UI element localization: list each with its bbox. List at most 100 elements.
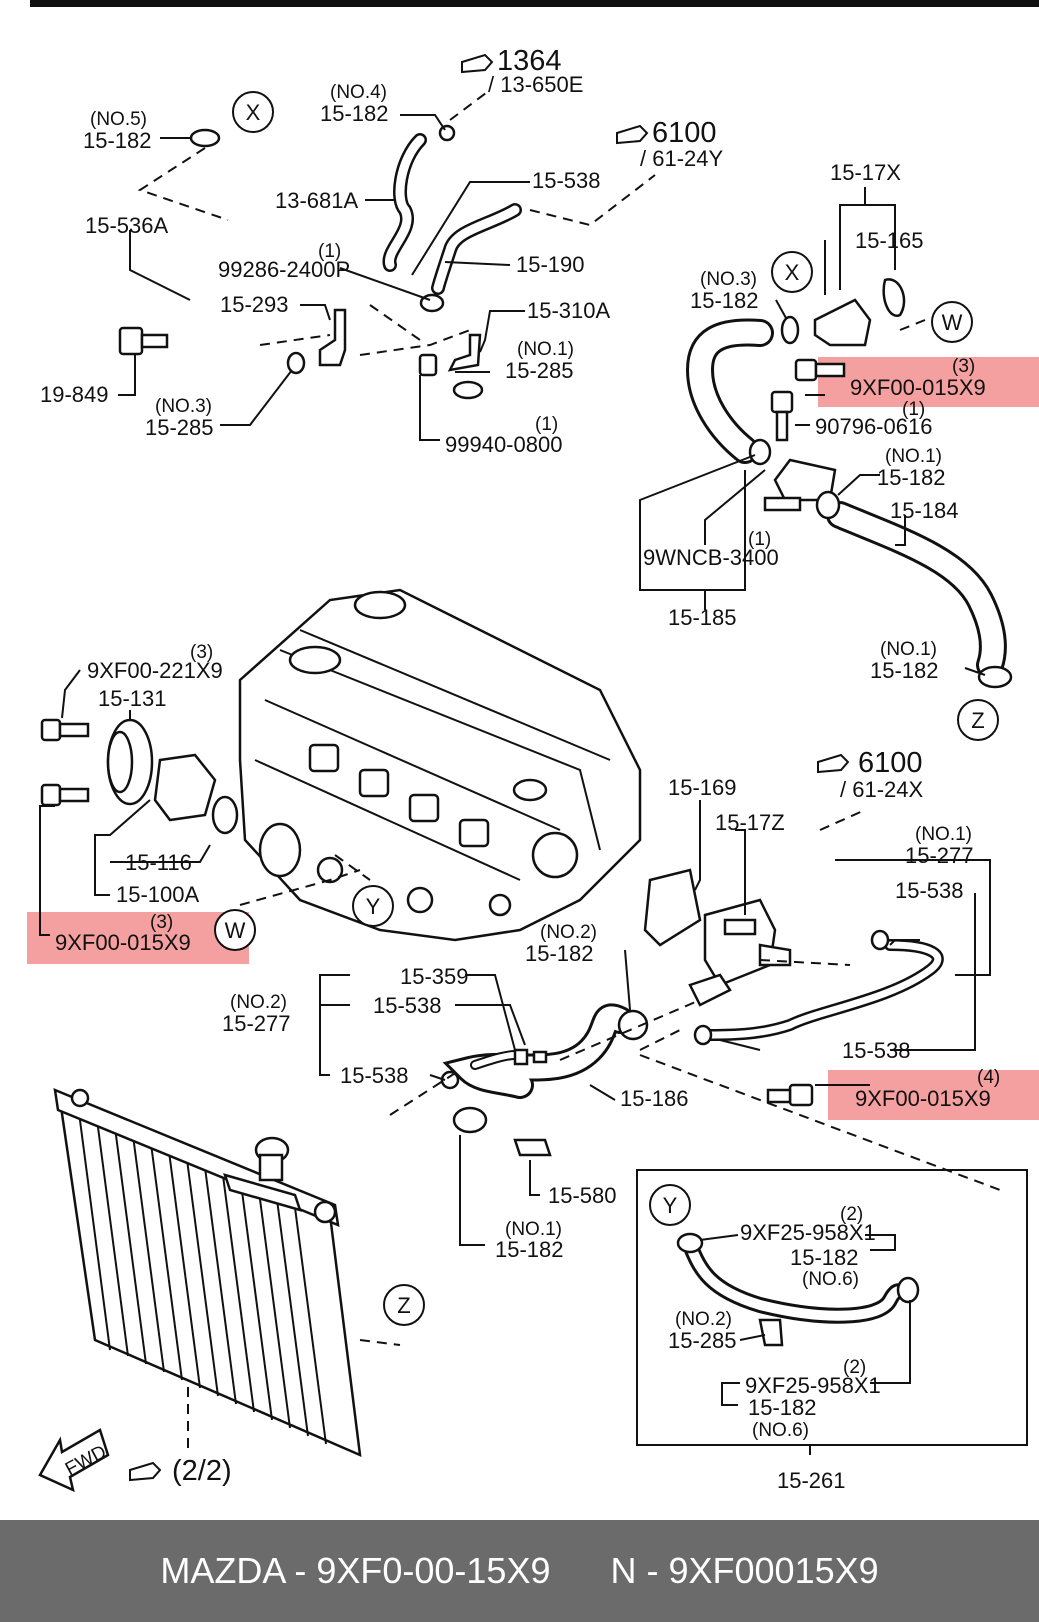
label-9xf00-015x9-c: 9XF00-015X9 (855, 1086, 991, 1111)
pointing-hand-icon (461, 53, 494, 74)
leader-rad-hose (559, 999, 701, 1061)
leader-thermo (759, 959, 851, 966)
circle-w-left (214, 909, 256, 951)
label-15-186: 15-186 (620, 1086, 689, 1111)
label-qty2-b: (2) (843, 1357, 866, 1378)
label-9xf00-015x9-b: 9XF00-015X9 (55, 930, 191, 955)
circle-x-top-right (771, 251, 813, 293)
label-no5: (NO.5) (90, 109, 147, 130)
label-15-261: 15-261 (777, 1468, 846, 1493)
label-15-131: 15-131 (98, 686, 167, 711)
cooling-system-diagram: FWD X X W Z Y W Z Y 1364 / (27, 0, 1039, 1493)
circle-x-top-left (232, 91, 274, 133)
ref-61-24x: / 61-24X (840, 777, 923, 802)
label-15-538-r2: 15-538 (842, 1038, 911, 1063)
circle-y-box-label: Y (663, 1193, 678, 1218)
label-qty1-c: (1) (902, 399, 925, 420)
fwd-arrow-icon (38, 1428, 110, 1493)
footer-n-part: N - 9XF00015X9 (610, 1550, 879, 1591)
label-15-285-no2: 15-285 (668, 1328, 737, 1353)
label-15-184: 15-184 (890, 498, 959, 523)
radiator (53, 1088, 362, 1458)
label-9xf00-015x9-a: 9XF00-015X9 (850, 375, 986, 400)
pointing-hand-icon (129, 1461, 162, 1482)
circle-y-engine (352, 885, 394, 927)
ref-6100-top: 6100 (652, 117, 717, 149)
label-qty3-a: (3) (952, 356, 975, 377)
water-pump-leaders (39, 669, 211, 936)
label-15-580: 15-580 (548, 1183, 617, 1208)
label-no1-b: (NO.1) (885, 446, 942, 467)
label-15-185: 15-185 (668, 605, 737, 630)
circle-w-top-label: W (942, 310, 963, 335)
label-no2-c: (NO.2) (675, 1309, 732, 1330)
box-15-261 (636, 1169, 1028, 1446)
label-9xf00-221x9: 9XF00-221X9 (87, 658, 223, 683)
label-15-285-no1: 15-285 (505, 358, 574, 383)
bypass-hose (676, 1232, 920, 1347)
label-15-100a: 15-100A (116, 882, 200, 907)
label-qty1-d: (1) (748, 529, 771, 550)
label-15-293: 15-293 (220, 292, 289, 317)
pointing-hand-icon (616, 124, 649, 145)
label-15-277-no2: 15-277 (222, 1011, 291, 1036)
leader-box-right (639, 1054, 1001, 1191)
label-qty4: (4) (977, 1067, 1000, 1088)
top-border (30, 0, 1039, 7)
label-qty3-c: (3) (150, 912, 173, 933)
label-no6-a: (NO.6) (802, 1269, 859, 1290)
label-no6-b: (NO.6) (752, 1420, 809, 1441)
circle-y-box (649, 1184, 691, 1226)
label-15-182-no1-c: 15-182 (495, 1237, 564, 1262)
ref-13-650e: / 13-650E (488, 72, 583, 97)
label-qty1-a: (1) (318, 241, 341, 262)
box-leaders (699, 1234, 911, 1455)
label-qty3-b: (3) (190, 642, 213, 663)
label-15-310a: 15-310A (527, 298, 611, 323)
label-9xf25-958x1-a: 9XF25-958X1 (740, 1220, 876, 1245)
label-15-17z: 15-17Z (715, 810, 785, 835)
label-9xf25-958x1-b: 9XF25-958X1 (745, 1373, 881, 1398)
label-no1-d: (NO.1) (915, 824, 972, 845)
label-qty2-a: (2) (840, 1204, 863, 1225)
leader-thermo-hose (639, 1029, 681, 1051)
label-19-849: 19-849 (40, 382, 109, 407)
lower-leaders (319, 949, 631, 1246)
thermostat-leaders (694, 800, 991, 1086)
page-ref-2-2: (2/2) (172, 1455, 232, 1487)
label-15-182-no4: 15-182 (320, 101, 389, 126)
label-15-182-no6-a: 15-182 (790, 1245, 859, 1270)
leader-6100-top (529, 174, 656, 227)
leader-1364 (449, 89, 491, 121)
upper-right-hoses (685, 278, 1013, 689)
circle-w-left-label: W (225, 918, 246, 943)
label-qty1-b: (1) (535, 414, 558, 435)
label-15-182-no1-b: 15-182 (870, 658, 939, 683)
leader-w-engine (239, 869, 361, 906)
ref-6100-mid: 6100 (858, 747, 923, 779)
label-no1-e: (NO.1) (505, 1219, 562, 1240)
part-number-footer: MAZDA - 9XF0-00-15X9 N - 9XF00015X9 (0, 1520, 1039, 1622)
label-no4: (NO.4) (330, 82, 387, 103)
label-13-681a: 13-681A (275, 188, 359, 213)
lower-hoses (440, 1003, 649, 1157)
label-15-169: 15-169 (668, 775, 737, 800)
circle-w-top (931, 301, 973, 343)
label-15-165: 15-165 (855, 228, 924, 253)
circle-z-radiator-label: Z (397, 1293, 410, 1318)
label-15-17x: 15-17X (830, 160, 901, 185)
label-no1-c: (NO.1) (880, 639, 937, 660)
circle-x-top-right-label: X (785, 260, 800, 285)
footer-spacer (550, 1550, 610, 1592)
label-no3-a: (NO.3) (155, 396, 212, 417)
label-9wncb-3400: 9WNCB-3400 (643, 545, 779, 570)
label-15-182-no2: 15-182 (525, 941, 594, 966)
top-left-leaders (118, 114, 530, 441)
label-99940-0800: 99940-0800 (445, 432, 562, 457)
ref-61-24y: / 61-24Y (640, 146, 723, 171)
top-right-leaders (639, 187, 986, 676)
label-no1-a: (NO.1) (517, 339, 574, 360)
water-pump-assembly (40, 718, 239, 835)
circle-z-right (957, 699, 999, 741)
